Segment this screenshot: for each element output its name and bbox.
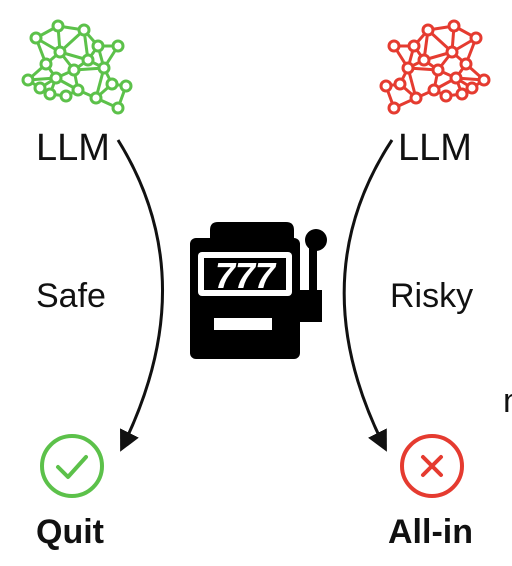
brain-node [33, 81, 47, 95]
brain-node [379, 79, 393, 93]
left-llm-label: LLM [36, 127, 110, 169]
brain-node [445, 45, 459, 59]
all-in-label: All-in [388, 513, 473, 551]
safe-label: Safe [36, 277, 106, 315]
risky-arrow [342, 139, 394, 452]
brain-node [387, 39, 401, 53]
brain-node [59, 89, 73, 103]
brain-node [439, 89, 453, 103]
brain-node [39, 57, 53, 71]
brain-node [81, 53, 95, 67]
red-brain-network-icon [379, 19, 491, 115]
brain-node [427, 83, 441, 97]
brain-node [459, 57, 473, 71]
brain-node [53, 45, 67, 59]
brain-node [417, 53, 431, 67]
brain-node [21, 73, 35, 87]
risky-label: Risky [390, 277, 474, 315]
brain-node [71, 83, 85, 97]
brain-node [111, 101, 125, 115]
brain-node [105, 77, 119, 91]
brain-node [465, 81, 479, 95]
brain-node [43, 87, 57, 101]
brain-node [91, 39, 105, 53]
brain-node [89, 91, 103, 105]
brain-node [477, 73, 491, 87]
brain-node [401, 61, 415, 75]
right-llm-label: LLM [398, 127, 472, 169]
quit-label: Quit [36, 513, 104, 551]
edge-text-fragment: n [503, 384, 512, 418]
brain-node [49, 71, 63, 85]
slot-reels: 777 [215, 255, 277, 296]
x-circle-icon [400, 434, 464, 498]
brain-node [97, 61, 111, 75]
brain-node [447, 19, 461, 33]
brain-node [29, 31, 43, 45]
brain-node [77, 23, 91, 37]
slot-machine-icon: 777 [190, 222, 327, 359]
brain-node [407, 39, 421, 53]
brain-node [387, 101, 401, 115]
green-brain-network-icon [21, 19, 133, 115]
brain-node [421, 23, 435, 37]
brain-node [455, 87, 469, 101]
safe-arrow [116, 139, 164, 452]
brain-node [51, 19, 65, 33]
brain-node [431, 63, 445, 77]
check-circle-icon [40, 434, 104, 498]
brain-node [449, 71, 463, 85]
brain-node [409, 91, 423, 105]
brain-node [67, 63, 81, 77]
brain-node [469, 31, 483, 45]
brain-node [119, 79, 133, 93]
brain-node [111, 39, 125, 53]
brain-node [393, 77, 407, 91]
